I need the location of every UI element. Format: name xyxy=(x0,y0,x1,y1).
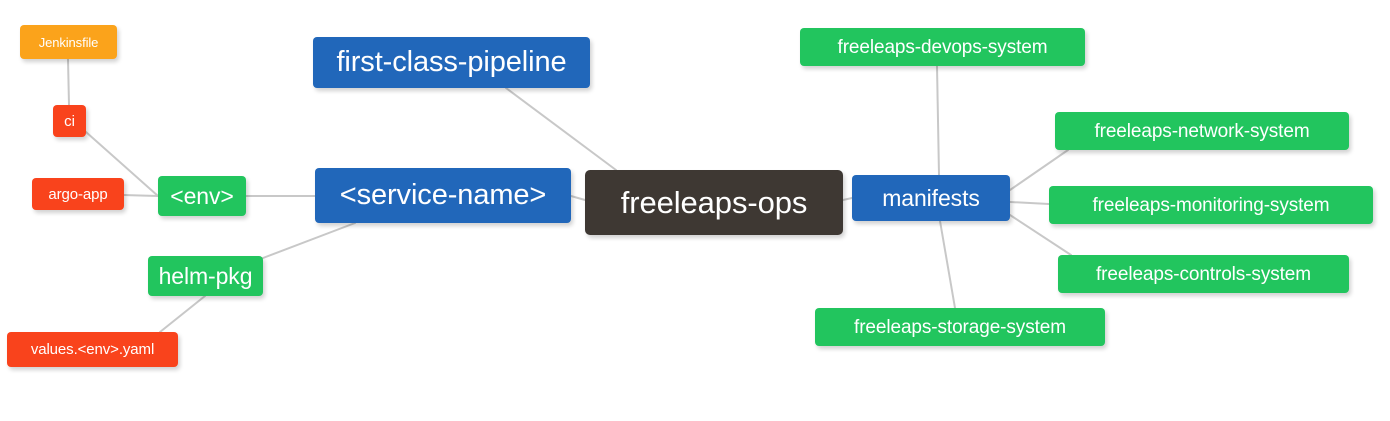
node-ci[interactable]: ci xyxy=(53,105,86,137)
node-label-argo-app: argo-app xyxy=(48,185,108,203)
node-storage[interactable]: freeleaps-storage-system xyxy=(815,308,1105,346)
node-root[interactable]: freeleaps-ops xyxy=(585,170,843,235)
node-label-storage: freeleaps-storage-system xyxy=(854,316,1066,338)
node-manifests[interactable]: manifests xyxy=(852,175,1010,221)
node-label-manifests: manifests xyxy=(882,184,980,211)
node-label-network: freeleaps-network-system xyxy=(1094,120,1310,142)
edge-manifests-to-storage xyxy=(939,220,956,309)
node-label-service-name: <service-name> xyxy=(339,179,547,211)
node-pipeline[interactable]: first-class-pipeline xyxy=(313,37,590,88)
node-env[interactable]: <env> xyxy=(158,176,246,216)
node-label-jenkinsfile: Jenkinsfile xyxy=(38,34,99,50)
edge-pipeline-to-root xyxy=(505,87,617,171)
node-values-yaml[interactable]: values.<env>.yaml xyxy=(7,332,178,367)
edge-manifests-to-network xyxy=(1009,149,1069,191)
edge-root-to-manifests xyxy=(842,197,853,201)
node-controls[interactable]: freeleaps-controls-system xyxy=(1058,255,1349,293)
node-service-name[interactable]: <service-name> xyxy=(315,168,571,223)
node-label-pipeline: first-class-pipeline xyxy=(336,46,567,78)
node-label-helm-pkg: helm-pkg xyxy=(158,262,253,289)
node-label-values-yaml: values.<env>.yaml xyxy=(30,341,155,358)
edge-jenkinsfile-to-ci xyxy=(67,58,70,106)
node-devops[interactable]: freeleaps-devops-system xyxy=(800,28,1085,66)
node-helm-pkg[interactable]: helm-pkg xyxy=(148,256,263,296)
node-label-monitoring: freeleaps-monitoring-system xyxy=(1092,194,1330,216)
node-jenkinsfile[interactable]: Jenkinsfile xyxy=(20,25,117,59)
edge-helm-pkg-to-service-name xyxy=(262,222,356,259)
node-label-root: freeleaps-ops xyxy=(620,185,808,220)
node-label-controls: freeleaps-controls-system xyxy=(1095,263,1312,285)
edge-argo-app-to-env xyxy=(123,194,159,197)
edge-values-yaml-to-helm-pkg xyxy=(159,295,206,333)
edge-manifests-to-monitoring xyxy=(1009,201,1050,205)
node-network[interactable]: freeleaps-network-system xyxy=(1055,112,1349,150)
node-monitoring[interactable]: freeleaps-monitoring-system xyxy=(1049,186,1373,224)
node-label-env: <env> xyxy=(170,182,234,209)
node-label-devops: freeleaps-devops-system xyxy=(837,36,1048,58)
edge-service-name-to-root xyxy=(570,195,586,201)
node-argo-app[interactable]: argo-app xyxy=(32,178,124,210)
node-label-ci: ci xyxy=(64,112,75,130)
edge-manifests-to-devops xyxy=(936,65,940,176)
